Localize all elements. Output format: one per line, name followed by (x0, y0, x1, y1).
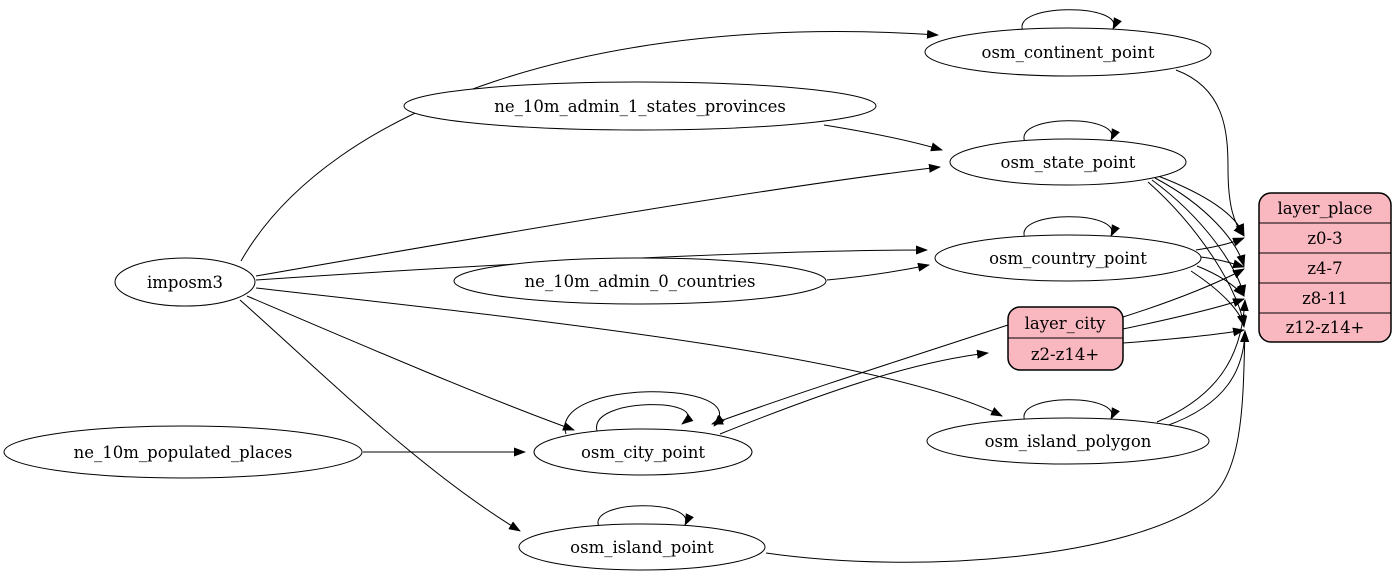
edge-osm_island_polygon-z12-z14 (1165, 330, 1250, 427)
osm_city_point-ellipse (533, 428, 753, 476)
ne_10m_admin_0_countries-label: ne_10m_admin_0_countries (525, 272, 756, 291)
edge-osm_country_point-z4-7 (1200, 256, 1245, 269)
imposm3-label: imposm3 (147, 273, 223, 292)
node-osm_city_point: osm_city_point (533, 428, 753, 476)
edge-osm_state_point-z4-7 (1154, 177, 1246, 267)
edge-ne_10m_admin_1_states_provinces-osm_state_point (823, 124, 943, 152)
edge-layer_city-z4-7 (1122, 268, 1245, 318)
edge-layer_city-z8-11 (1122, 298, 1245, 330)
node-osm_country_point: osm_country_point (934, 234, 1202, 282)
osm_island_polygon-label: osm_island_polygon (985, 432, 1152, 451)
edge-self-osm_island_polygon (1023, 399, 1120, 422)
osm_country_point-ellipse (934, 234, 1202, 282)
edge-imposm3-osm_city_point (246, 295, 575, 431)
ne_10m_admin_0_countries-ellipse (453, 257, 827, 305)
node-osm_continent_point: osm_continent_point (924, 27, 1212, 77)
node-imposm3: imposm3 (114, 257, 256, 307)
layer_place-title: layer_place (1277, 199, 1372, 218)
ne_10m_populated_places-label: ne_10m_populated_places (74, 443, 293, 462)
edge-imposm3-osm_continent_point (240, 29, 939, 262)
node-osm_state_point: osm_state_point (949, 138, 1187, 186)
osm_continent_point-ellipse (924, 27, 1212, 77)
layer_place-box (1258, 192, 1392, 343)
layer_place-row-z4-7: z4-7 (1307, 259, 1342, 278)
edge-imposm3-osm_state_point (255, 163, 941, 277)
edge-osm_state_point-z12-z14 (1147, 181, 1248, 328)
osm_island_polygon-ellipse (926, 417, 1210, 465)
osm_city_point-label: osm_city_point (581, 443, 705, 462)
node-ne_10m_populated_places: ne_10m_populated_places (3, 425, 363, 479)
ne_10m_admin_1_states_provinces-label: ne_10m_admin_1_states_provinces (494, 97, 786, 116)
edge-osm_city_point-layer_city_z2 (719, 349, 989, 435)
edge-osm_state_point-z0-3 (1157, 175, 1245, 236)
record-layer_city: layer_city z2-z14+ (1007, 306, 1124, 371)
osm_country_point-label: osm_country_point (989, 249, 1147, 268)
layer_place-row-z0-3: z0-3 (1307, 229, 1342, 248)
edge-osm_country_point-z8-11 (1196, 265, 1245, 297)
edge-self-osm_country_point (1023, 216, 1120, 239)
edge-osm_continent_point-z0-3 (1175, 69, 1245, 237)
edge-ne_10m_admin_0_countries-osm_country_point (826, 262, 930, 281)
imposm3-ellipse (114, 257, 256, 307)
edge-imposm3-osm_island_point (239, 299, 521, 532)
ne_10m_populated_places-ellipse (3, 425, 363, 479)
edge-self-osm_island_point (597, 505, 694, 528)
osm_continent_point-label: osm_continent_point (982, 43, 1155, 62)
edge-self-osm_state_point (1023, 120, 1120, 143)
edge-osm_state_point-z8-11 (1151, 179, 1247, 297)
node-osm_island_point: osm_island_point (518, 523, 766, 571)
edge-osm_country_point-z0-3 (1195, 237, 1245, 251)
edge-osm_island_polygon-z8-11 (1156, 299, 1249, 423)
edge-imposm3-osm_island_polygon (255, 287, 1003, 417)
edge-self-inner-osm_city_point (596, 404, 694, 432)
layer_city-title: layer_city (1025, 314, 1106, 333)
node-ne_10m_admin_0_countries: ne_10m_admin_0_countries (453, 257, 827, 305)
edge-self-outer-osm_city_point (564, 391, 725, 435)
edge-group (239, 9, 1250, 563)
osm_island_point-label: osm_island_point (570, 538, 714, 557)
ne_10m_admin_1_states_provinces-ellipse (403, 81, 877, 131)
osm_island_point-ellipse (518, 523, 766, 571)
edge-osm_island_point-z12-z14 (765, 330, 1250, 563)
node-ne_10m_admin_1_states_provinces: ne_10m_admin_1_states_provinces (403, 81, 877, 131)
layer_place-row-z8-11: z8-11 (1302, 289, 1348, 308)
layer_place-row-z12-z14: z12-z14+ (1286, 318, 1365, 337)
layer_city-row-z2-z14: z2-z14+ (1031, 345, 1099, 364)
node-osm_island_polygon: osm_island_polygon (926, 417, 1210, 465)
edge-self-osm_continent_point (1021, 9, 1122, 32)
osm_state_point-label: osm_state_point (1001, 153, 1136, 172)
osm_state_point-ellipse (949, 138, 1187, 186)
edge-layer_city-z12-z14 (1122, 327, 1245, 344)
record-layer_place: layer_place z0-3 z4-7 z8-11 z12-z14+ (1258, 192, 1392, 343)
edge-layer_city-osm_city_point (711, 324, 1009, 425)
